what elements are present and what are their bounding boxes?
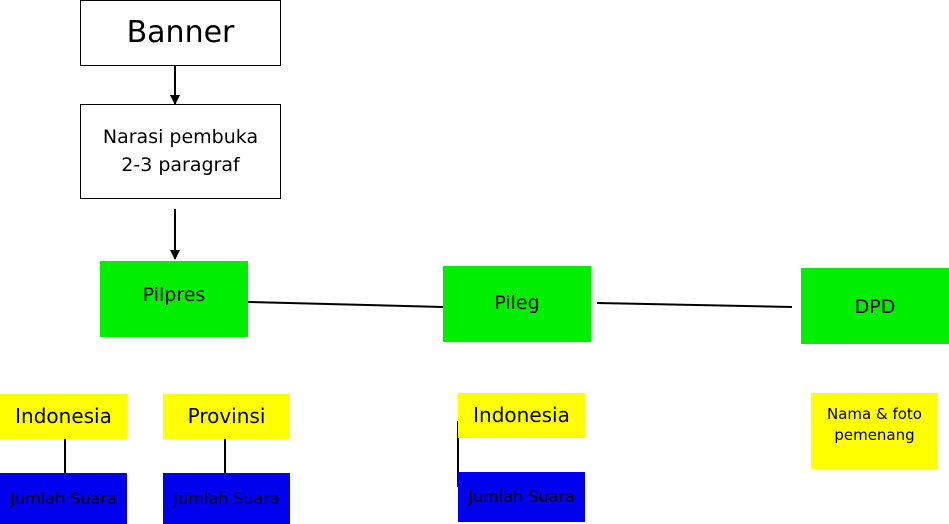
pilpres-indonesia-box: Indonesia xyxy=(0,394,127,439)
dpd-winner-box: Nama & foto pemenang xyxy=(811,393,938,469)
pilpres-provinsi-suara-box: Jumlah Suara xyxy=(163,473,290,524)
pilpres-indonesia-suara-box: Jumlah Suara xyxy=(0,473,127,524)
link-pilpres-to-pileg xyxy=(247,301,444,308)
pileg-indonesia-suara-box: Jumlah Suara xyxy=(458,472,585,522)
pileg-indonesia-box: Indonesia xyxy=(458,393,585,438)
pileg-box: Pileg xyxy=(443,266,591,342)
pilpres-box: Pilpres xyxy=(100,261,248,337)
narasi-box: Narasi pembuka 2-3 paragraf xyxy=(80,104,281,199)
banner-box: Banner xyxy=(80,0,281,66)
pilpres-provinsi-box: Provinsi xyxy=(163,394,290,439)
link-pileg-to-dpd xyxy=(596,302,793,308)
dpd-box: DPD xyxy=(801,268,949,344)
